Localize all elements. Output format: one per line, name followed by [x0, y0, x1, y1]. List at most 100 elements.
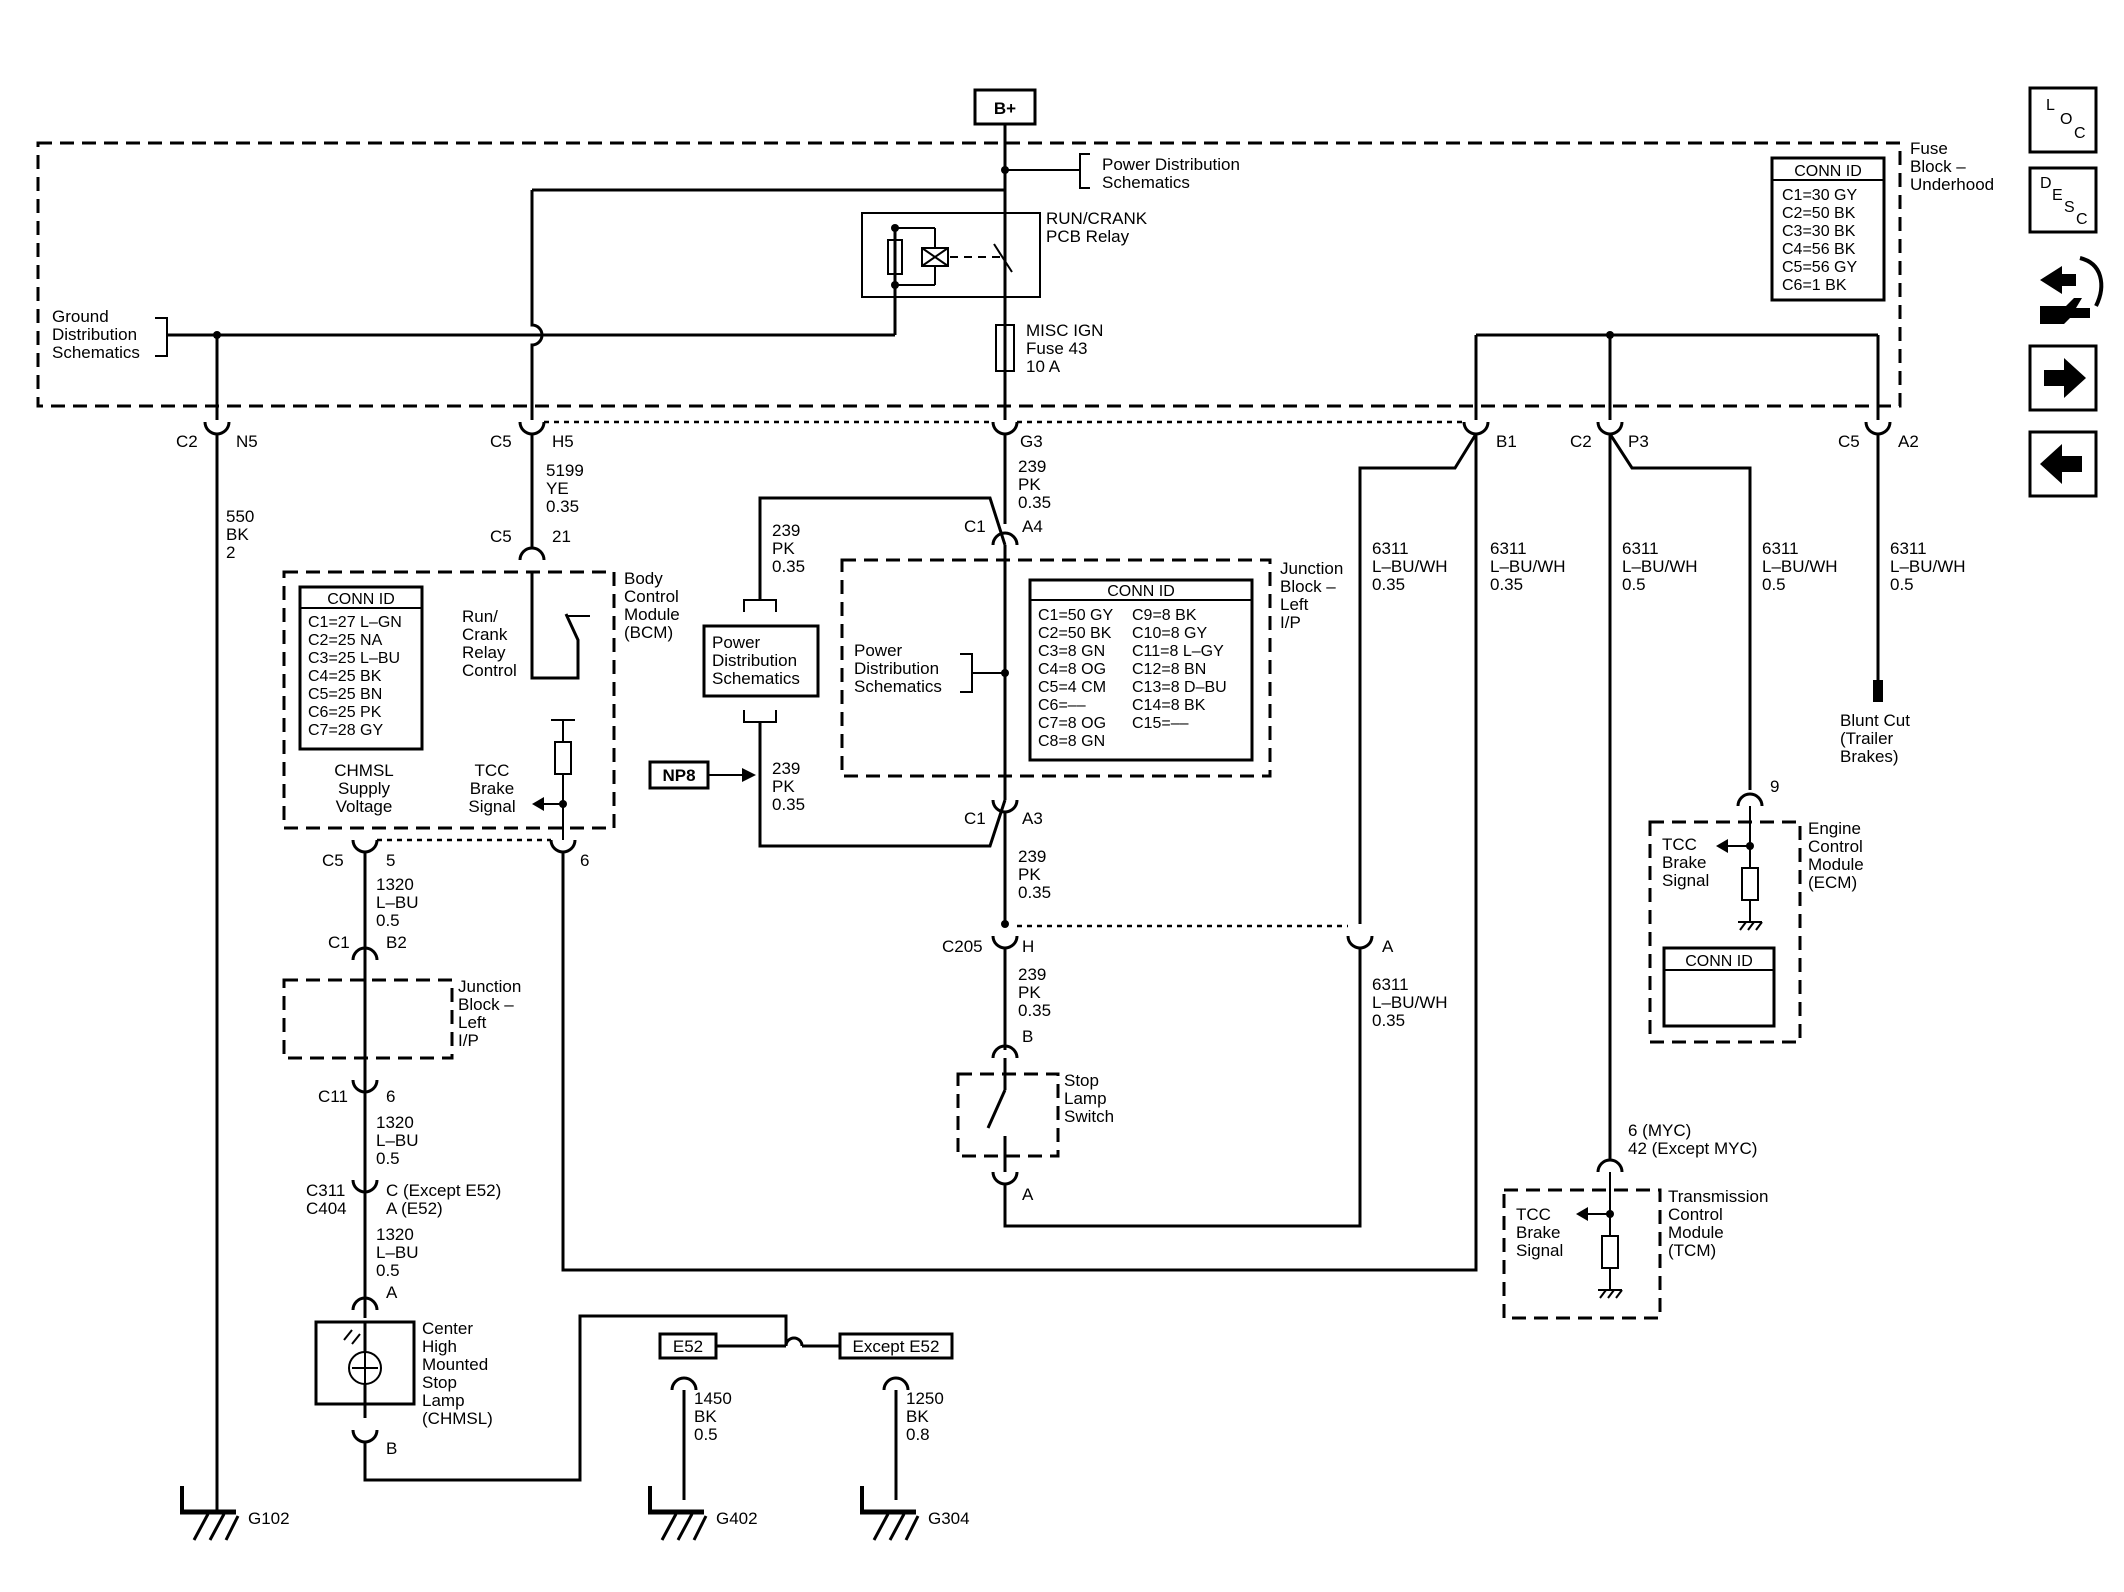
jb-conn-c14: C14=8 BK — [1132, 697, 1206, 714]
pin-21: 21 — [552, 527, 571, 546]
ecm-tcc-3: Signal — [1662, 871, 1709, 890]
pin-c5d: C5 — [322, 851, 344, 870]
pin-n5: N5 — [236, 432, 258, 451]
ground-dist-ref-1: Ground — [52, 307, 109, 326]
loc-c: C — [2074, 125, 2086, 142]
relay-label-2: PCB Relay — [1046, 227, 1130, 246]
pin-5: 5 — [386, 851, 395, 870]
bcm-title-3: Module — [624, 605, 680, 624]
fuse-conn-c3: C3=30 BK — [1782, 223, 1856, 240]
jb-conn-c2: C2=50 BK — [1038, 625, 1112, 642]
chmsl-label-2: High — [422, 1337, 457, 1356]
ground-g402: G402 — [716, 1509, 758, 1528]
fuse-43 — [995, 324, 1015, 372]
fuse-block-conn-table — [1770, 156, 1886, 302]
chmsl-label-4: Stop — [422, 1373, 457, 1392]
bcm-conn-c3: C3=25 L–BU — [308, 650, 400, 667]
jb-conn-c15: C15=–– — [1132, 715, 1189, 732]
power-dist-box — [702, 624, 820, 698]
wire-6311e-1: 6311 — [1890, 539, 1927, 558]
wire-6311d-2: L–BU/WH — [1762, 557, 1838, 576]
pin-a-chmsl: A — [386, 1283, 398, 1302]
jb-conn-c6: C6=–– — [1038, 697, 1086, 714]
jb-ip-title-4: I/P — [1280, 613, 1301, 632]
ecm-title-3: Module — [1808, 855, 1864, 874]
pin-c1c: C1 — [328, 933, 350, 952]
run-crank-relay-box — [861, 212, 1041, 298]
wire-239e-3: 0.35 — [1018, 1001, 1051, 1020]
wire-1450-1: 1450 — [694, 1389, 732, 1408]
pin-p3: P3 — [1628, 432, 1649, 451]
wire-6311c-3: 0.5 — [1622, 575, 1646, 594]
pin-g3: G3 — [1020, 432, 1043, 451]
jb-ip-conn-table — [1028, 578, 1254, 762]
junction-block-left-ip — [840, 558, 1272, 778]
pin-h: H — [1022, 937, 1034, 956]
wire-1320a-2: L–BU — [376, 893, 419, 912]
fuse-block-title-2: Block – — [1910, 157, 1966, 176]
chmsl-label-3: Mounted — [422, 1355, 488, 1374]
arrow-right-icon[interactable] — [2028, 344, 2098, 412]
jb-ip-title-3: Left — [1280, 595, 1309, 614]
stop-switch-2: Lamp — [1064, 1089, 1107, 1108]
fuse-block-underhood-outline — [36, 141, 1902, 408]
pin-b1: B1 — [1496, 432, 1517, 451]
diagnostic-tool-icon[interactable] — [2040, 256, 2104, 324]
bcm-tcc-3: Signal — [468, 797, 515, 816]
except-e52-label: Except E52 — [853, 1337, 940, 1356]
wire-6311b-1: 6311 — [1490, 539, 1527, 558]
tcm-pin-6-myc: 6 (MYC) — [1628, 1121, 1691, 1140]
loc-l: L — [2046, 97, 2055, 114]
jb-small-4: I/P — [458, 1031, 479, 1050]
ecm-title-2: Control — [1808, 837, 1863, 856]
desc-button[interactable]: D E S C — [2028, 166, 2098, 234]
loc-button[interactable]: L O C — [2028, 86, 2098, 154]
pin-a-e52: A (E52) — [386, 1199, 443, 1218]
fuse-label-3: 10 A — [1026, 357, 1061, 376]
wire-6311c-2: L–BU/WH — [1622, 557, 1698, 576]
blunt-cut-2: (Trailer — [1840, 729, 1894, 748]
bcm-title-4: (BCM) — [624, 623, 673, 642]
bcm-relay-ctrl-4: Control — [462, 661, 517, 680]
power-dist-ref-1: Power Distribution — [1102, 155, 1240, 174]
pin-c2: C2 — [176, 432, 198, 451]
bcm-chmsl-supply-3: Voltage — [336, 797, 393, 816]
wire-1320c-2: L–BU — [376, 1243, 419, 1262]
wire-239a-2: PK — [1018, 475, 1041, 494]
ground-dist-ref-3: Schematics — [52, 343, 140, 362]
wire-239c-2: PK — [772, 777, 795, 796]
pin-c5b: C5 — [1838, 432, 1860, 451]
pin-c-except-e52: C (Except E52) — [386, 1181, 501, 1200]
wire-1320b-2: L–BU — [376, 1131, 419, 1150]
pin-c404: C404 — [306, 1199, 347, 1218]
wire-5199-1: 5199 — [546, 461, 584, 480]
wire-239d-3: 0.35 — [1018, 883, 1051, 902]
jb-conn-c8: C8=8 GN — [1038, 733, 1105, 750]
jb-ip-title-2: Block – — [1280, 577, 1336, 596]
fuse-conn-c4: C4=56 BK — [1782, 241, 1856, 258]
jb-small-2: Block – — [458, 995, 514, 1014]
arrow-left-icon[interactable] — [2028, 430, 2098, 498]
fuse-label-1: MISC IGN — [1026, 321, 1103, 340]
jb-conn-c9: C9=8 BK — [1132, 607, 1197, 624]
pds-box-2: Distribution — [712, 651, 797, 670]
wire-6311c-1: 6311 — [1622, 539, 1659, 558]
wire-239c-3: 0.35 — [772, 795, 805, 814]
pin-c1b: C1 — [964, 809, 986, 828]
wire-1320b-1: 1320 — [376, 1113, 414, 1132]
bcm-relay-ctrl-3: Relay — [462, 643, 506, 662]
jb-power-ref-1: Power — [854, 641, 903, 660]
fuse-conn-c2: C2=50 BK — [1782, 205, 1856, 222]
jb-conn-c3: C3=8 GN — [1038, 643, 1105, 660]
bcm-chmsl-supply-2: Supply — [338, 779, 390, 798]
wire-1450-3: 0.5 — [694, 1425, 718, 1444]
wire-239a-3: 0.35 — [1018, 493, 1051, 512]
blunt-cut-1: Blunt Cut — [1840, 711, 1910, 730]
wire-239b-1: 239 — [772, 521, 800, 540]
wire-6311e-2: L–BU/WH — [1890, 557, 1966, 576]
tcm-title-2: Control — [1668, 1205, 1723, 1224]
jb-conn-c12: C12=8 BN — [1132, 661, 1206, 678]
fuse-conn-c6: C6=1 BK — [1782, 277, 1847, 294]
jb-conn-c4: C4=8 OG — [1038, 661, 1106, 678]
chmsl-label-1: Center — [422, 1319, 473, 1338]
